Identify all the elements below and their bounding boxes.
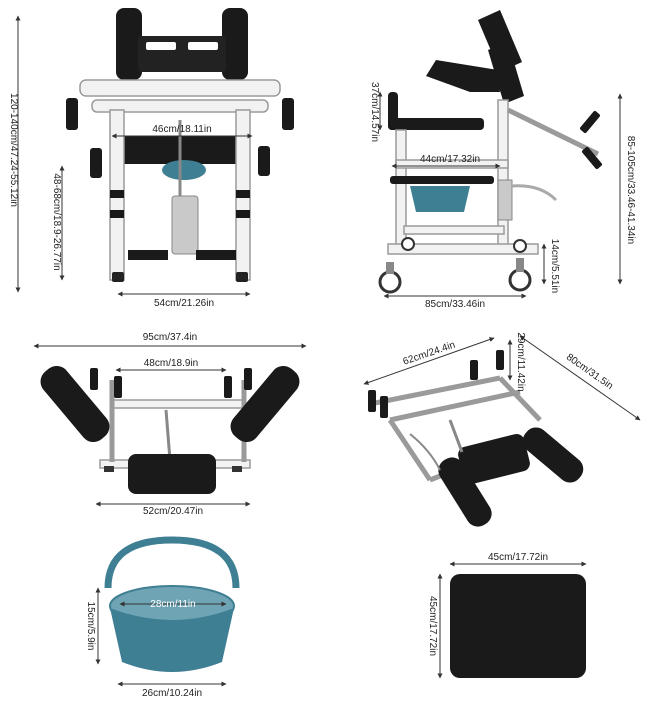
side-bucket bbox=[410, 186, 470, 212]
hydraulic-cylinder bbox=[171, 195, 199, 255]
side-raised-seat bbox=[426, 60, 500, 92]
label-top-base: 52cm/20.47in bbox=[143, 506, 203, 517]
label-bucket-inner: 28cm/11in bbox=[150, 599, 195, 610]
backrest-pad-left bbox=[116, 8, 142, 80]
label-front-width-top: 46cm/18.11in bbox=[152, 124, 211, 135]
label-front-base-width: 54cm/21.26in bbox=[154, 298, 214, 309]
handle-right-top bbox=[282, 98, 294, 130]
label-top-inner: 48cm/18.9in bbox=[144, 358, 198, 369]
perspective-view bbox=[368, 350, 584, 527]
label-side-length: 85cm/33.46in bbox=[425, 299, 485, 310]
side-wheel-front-left bbox=[378, 270, 402, 294]
top-arm-pad-right bbox=[230, 365, 300, 443]
front-view bbox=[66, 8, 294, 282]
label-front-seat-height: 48-68cm/18.9-26.77in bbox=[51, 173, 62, 270]
bucket-body bbox=[110, 608, 234, 672]
persp-arm-pad-right bbox=[522, 427, 584, 483]
front-bucket bbox=[162, 160, 206, 180]
seat-cushion bbox=[450, 574, 586, 678]
label-side-back: 37cm/14.57in bbox=[369, 82, 380, 142]
label-side-height: 85-105cm/33.46-41.34in bbox=[625, 136, 636, 244]
label-side-seat-width: 44cm/17.32in bbox=[420, 154, 480, 165]
handle-left-top bbox=[66, 98, 78, 130]
label-bucket-height: 15cm/5.9in bbox=[85, 602, 96, 651]
label-top-outer: 95cm/37.4in bbox=[143, 332, 197, 343]
upper-frame bbox=[79, 79, 281, 97]
top-view bbox=[40, 365, 300, 494]
label-cushion-width: 45cm/17.72in bbox=[488, 552, 548, 563]
dimension-lines bbox=[15, 15, 641, 687]
side-view bbox=[378, 10, 602, 294]
label-front-height: 120-140cm/47.24-55.12in bbox=[8, 93, 19, 207]
persp-arm-pad-left bbox=[438, 457, 492, 527]
handle-left-low bbox=[90, 148, 102, 178]
top-seat-pad bbox=[128, 454, 216, 494]
handle-right-low bbox=[258, 146, 270, 176]
top-arm-pad-left bbox=[40, 365, 110, 443]
bucket-handle bbox=[104, 536, 240, 589]
label-cushion-height: 45cm/17.72in bbox=[427, 596, 438, 656]
label-side-clearance: 14cm/5.51in bbox=[549, 239, 560, 293]
back-plate bbox=[138, 36, 226, 72]
backrest-pad-right bbox=[222, 8, 248, 80]
label-persp-arm: 29cm/11.42in bbox=[515, 332, 526, 391]
persp-seat-pad bbox=[458, 434, 530, 484]
label-bucket-base: 26cm/10.24in bbox=[142, 688, 202, 699]
